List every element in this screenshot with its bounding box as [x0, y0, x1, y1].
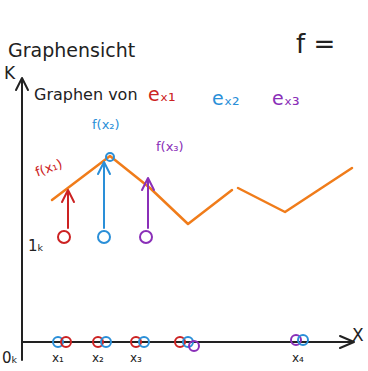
red-arrow — [62, 190, 74, 228]
value-label: f(x₁) — [34, 157, 65, 180]
tick-label: x₄ — [292, 352, 304, 365]
blue-arrow — [98, 162, 110, 228]
x-axis — [22, 336, 354, 348]
axis-label: K — [4, 64, 15, 83]
purple-arrow — [142, 178, 154, 228]
graph-name: eₓ₂ — [212, 88, 240, 109]
axis-points — [53, 335, 308, 351]
graph-name: eₓ₃ — [272, 88, 300, 109]
value-label: f(x₃) — [156, 140, 184, 154]
orange-curve — [52, 156, 352, 224]
axis-label: X — [352, 326, 364, 345]
blue-point — [106, 153, 114, 161]
purple-circle — [140, 231, 152, 243]
blue-circle — [98, 231, 110, 243]
tick-label: x₁ — [52, 352, 64, 365]
value-label: f(x₂) — [92, 118, 120, 132]
tick-label: x₂ — [92, 352, 104, 365]
function-label: f = — [296, 30, 335, 59]
tick-label: x₃ — [130, 352, 142, 365]
title: Graphensicht — [8, 40, 135, 61]
red-circle — [58, 231, 70, 243]
y-axis — [16, 78, 28, 360]
axis-value: 1ₖ — [28, 238, 44, 255]
heading-text: Graphen von — [34, 86, 138, 104]
axis-value: 0ₖ — [2, 350, 18, 367]
graph-name: eₓ₁ — [148, 84, 176, 105]
